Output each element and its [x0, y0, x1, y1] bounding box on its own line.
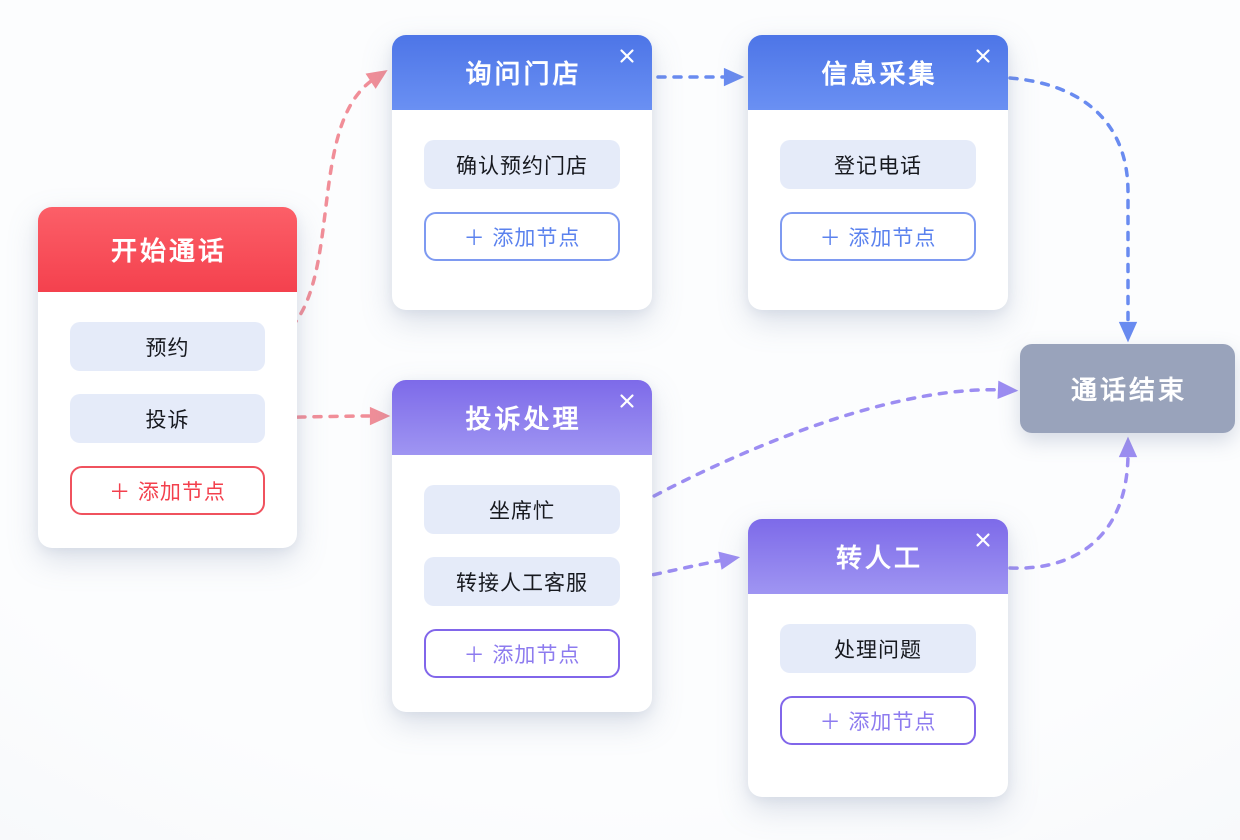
flow-item-start-0[interactable]: 预约 [70, 322, 265, 371]
flow-node-body: 坐席忙转接人工客服 ＋ 添加节点 [392, 455, 652, 678]
flow-node-title: 投诉处理 [465, 404, 582, 434]
flow-node-body: 预约投诉 ＋ 添加节点 [38, 292, 297, 515]
flow-node-start[interactable]: 开始通话 预约投诉 ＋ 添加节点 [38, 207, 297, 548]
flow-node-header: 开始通话 [38, 207, 297, 292]
flow-node-title: 询问门店 [465, 59, 582, 89]
flow-node-title: 信息采集 [821, 59, 938, 89]
add-node-button[interactable]: ＋ 添加节点 [70, 466, 265, 515]
edge-complaint-zuoximang-to-end [624, 380, 1019, 513]
flow-item-info-collect-0[interactable]: 登记电话 [780, 140, 976, 189]
flow-item-ask-store-0[interactable]: 确认预约门店 [424, 140, 620, 189]
add-node-button[interactable]: ＋ 添加节点 [424, 212, 620, 261]
flow-node-header: 转人工 [748, 519, 1008, 594]
close-icon [620, 49, 634, 63]
flow-node-complaint[interactable]: 投诉处理 坐席忙转接人工客服 ＋ 添加节点 [392, 380, 652, 712]
flow-item-to-human-0[interactable]: 处理问题 [780, 624, 976, 673]
close-button[interactable] [616, 45, 638, 67]
flow-node-title: 转人工 [835, 543, 923, 573]
close-icon [620, 394, 634, 408]
close-button[interactable] [972, 529, 994, 551]
edge-info-collect-to-end [1008, 76, 1138, 343]
flow-node-header: 投诉处理 [392, 380, 652, 455]
flow-node-header: 信息采集 [748, 35, 1008, 110]
flow-item-complaint-1[interactable]: 转接人工客服 [424, 557, 620, 606]
add-node-button[interactable]: ＋ 添加节点 [780, 696, 976, 745]
end-node[interactable]: 通话结束 [1020, 344, 1235, 433]
flow-node-body: 登记电话 ＋ 添加节点 [748, 110, 1008, 261]
flow-node-to-human[interactable]: 转人工 处理问题 ＋ 添加节点 [748, 519, 1008, 797]
add-node-button[interactable]: ＋ 添加节点 [780, 212, 976, 261]
flow-item-complaint-0[interactable]: 坐席忙 [424, 485, 620, 534]
add-node-button[interactable]: ＋ 添加节点 [424, 629, 620, 678]
flow-node-body: 确认预约门店 ＋ 添加节点 [392, 110, 652, 261]
flow-node-ask-store[interactable]: 询问门店 确认预约门店 ＋ 添加节点 [392, 35, 652, 310]
close-icon [976, 533, 990, 547]
end-node-title: 通话结束 [1070, 375, 1187, 405]
flow-node-header: 询问门店 [392, 35, 652, 110]
flow-item-start-1[interactable]: 投诉 [70, 394, 265, 443]
flow-node-body: 处理问题 ＋ 添加节点 [748, 594, 1008, 745]
close-button[interactable] [972, 45, 994, 67]
flow-node-title: 开始通话 [110, 236, 227, 266]
close-button[interactable] [616, 390, 638, 412]
flow-node-info-collect[interactable]: 信息采集 登记电话 ＋ 添加节点 [748, 35, 1008, 310]
edge-to-human-to-end [1008, 436, 1138, 570]
close-icon [976, 49, 990, 63]
